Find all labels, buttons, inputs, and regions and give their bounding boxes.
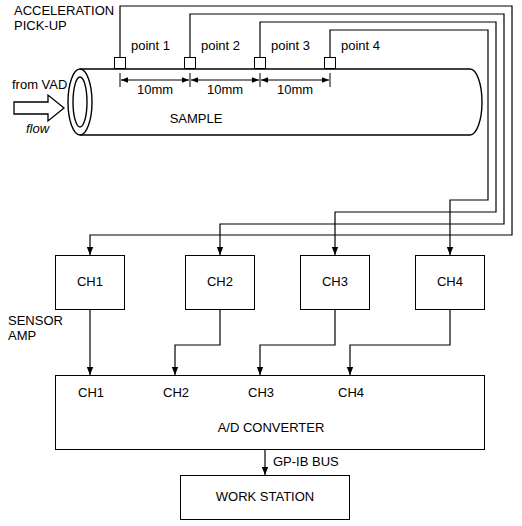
- sample-label: SAMPLE: [170, 112, 223, 127]
- dimension: 10mm: [137, 83, 173, 98]
- acceleration-pickup: point 3: [254, 57, 266, 69]
- pickup-label: ACCELERATION PICK-UP: [14, 4, 118, 34]
- box-label: CH3: [248, 386, 274, 401]
- acceleration-pickup: point 1: [114, 57, 126, 69]
- signal-wire: [264, 450, 265, 475]
- sample-tube: [68, 69, 482, 135]
- signal-wire: [260, 22, 496, 255]
- sensor-amp-box: CH1: [55, 255, 125, 310]
- dimension: 10mm: [207, 83, 243, 98]
- point-label: point 2: [201, 39, 240, 54]
- signal-wire: [175, 310, 220, 375]
- box-label: CH1: [78, 386, 104, 401]
- point-label: point 4: [341, 39, 380, 54]
- signal-wire: [350, 310, 450, 375]
- box-label: CH2: [207, 275, 233, 290]
- acceleration-pickup: point 4: [324, 57, 336, 69]
- signal-wire: [90, 6, 512, 255]
- amp-label: SENSOR AMP: [8, 314, 68, 344]
- box-label: A/D CONVERTER: [218, 421, 325, 436]
- box-label: CH1: [77, 275, 103, 290]
- acceleration-pickup: point 2: [184, 57, 196, 69]
- ad-converter-box: CH1 CH2 CH3 CH4A/D CONVERTER: [55, 375, 485, 450]
- sensor-amp-box: CH4: [415, 255, 485, 310]
- bus-label: GP-IB BUS: [273, 455, 339, 470]
- signal-wire: [89, 310, 90, 375]
- point-label: point 1: [131, 39, 170, 54]
- signal-wire: [190, 14, 504, 255]
- box-label: CH4: [338, 386, 364, 401]
- sensor-amp-box: CH2: [185, 255, 255, 310]
- flow-label: flow: [26, 122, 49, 137]
- workstation-box: WORK STATION: [180, 475, 350, 520]
- signal-wire: [260, 310, 335, 375]
- source-label: from VAD: [12, 78, 67, 93]
- flow-arrow: [14, 95, 64, 121]
- dimension: 10mm: [277, 83, 313, 98]
- box-label: CH4: [437, 275, 463, 290]
- box-label: CH3: [322, 275, 348, 290]
- point-label: point 3: [271, 39, 310, 54]
- signal-wire: [330, 30, 488, 255]
- box-label: CH2: [163, 386, 189, 401]
- sensor-amp-box: CH3: [300, 255, 370, 310]
- box-label: WORK STATION: [216, 490, 314, 505]
